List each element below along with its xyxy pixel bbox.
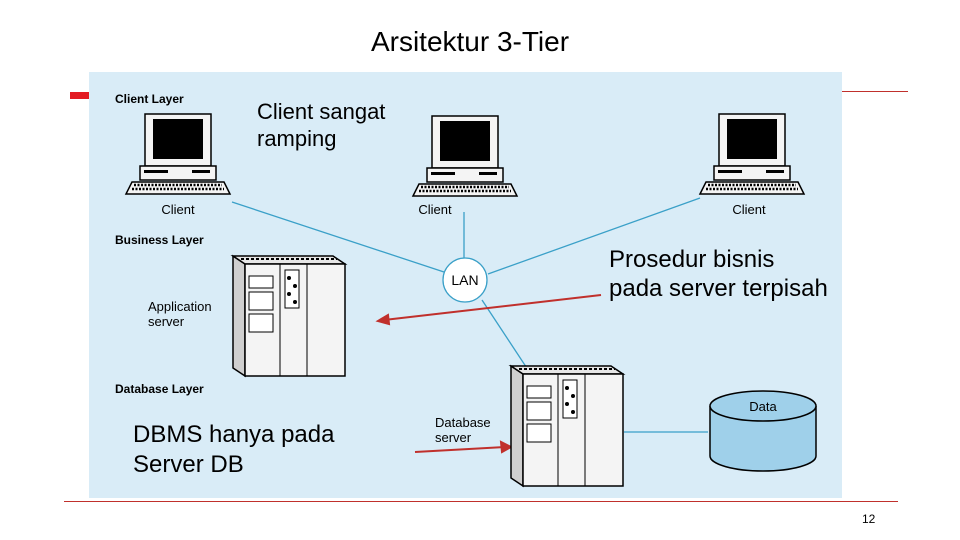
lan-label: LAN xyxy=(451,272,478,288)
application-server-icon xyxy=(232,255,346,377)
bottom-rule xyxy=(64,501,898,502)
callout-dbms-line-2: Server DB xyxy=(133,451,244,478)
layer-label-business: Business Layer xyxy=(115,233,204,247)
app-server-label-line-1: Application xyxy=(148,299,212,314)
callout-client-thin: Client sangat ramping xyxy=(257,98,385,152)
layer-label-database: Database Layer xyxy=(115,382,204,396)
callout-client-thin-line-2: ramping xyxy=(257,126,337,151)
client-label-1: Client xyxy=(161,202,195,217)
callout-client-thin-line-1: Client sangat xyxy=(257,99,386,124)
client-label-2: Client xyxy=(418,202,452,217)
database-server-icon xyxy=(510,365,624,487)
app-server-label-line-2: server xyxy=(148,314,185,329)
slide-title: Arsitektur 3-Tier xyxy=(370,26,570,57)
callout-business-procedure: Prosedur bisnis pada server terpisah xyxy=(609,245,828,303)
db-server-label-line-1: Database xyxy=(435,415,491,430)
lan-connectors xyxy=(231,197,708,433)
db-server-label-line-2: server xyxy=(435,430,472,445)
page-number: 12 xyxy=(862,512,876,526)
layer-label-client: Client Layer xyxy=(115,92,184,106)
client-label-3: Client xyxy=(732,202,766,217)
callout-business-procedure-line-2: pada server terpisah xyxy=(609,275,828,302)
client-computer-3-icon xyxy=(698,112,806,196)
callout-dbms: DBMS hanya pada Server DB xyxy=(133,420,334,480)
callout-business-procedure-line-1: Prosedur bisnis xyxy=(609,246,775,273)
callout-dbms-line-1: DBMS hanya pada xyxy=(133,421,335,448)
top-rule xyxy=(842,91,908,92)
client-computer-2-icon xyxy=(411,114,519,198)
data-label: Data xyxy=(749,399,777,414)
data-storage-cylinder-icon: Data xyxy=(709,390,817,472)
client-computer-1-icon xyxy=(124,112,232,196)
title-accent-bar xyxy=(70,92,92,99)
lan-hub: LAN xyxy=(442,257,488,303)
callout-arrows xyxy=(375,294,602,454)
